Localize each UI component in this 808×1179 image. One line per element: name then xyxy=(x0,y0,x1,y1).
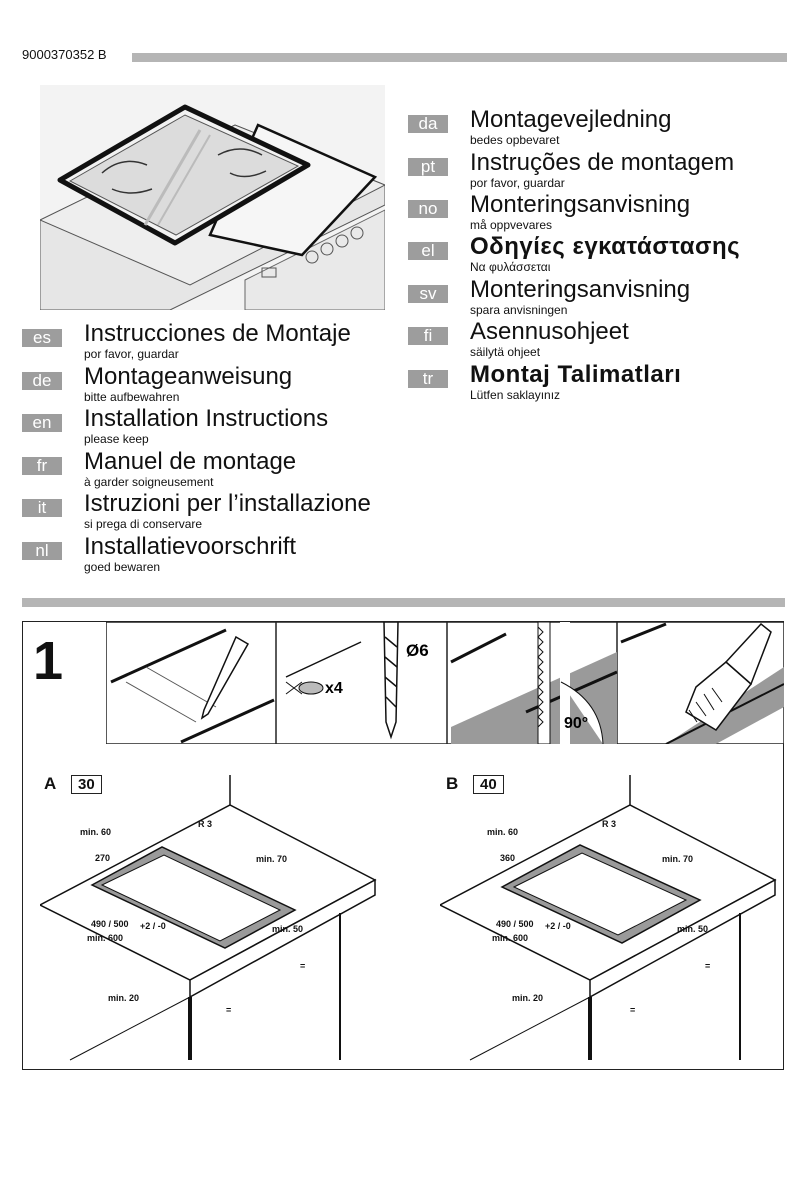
language-subtitle: por favor, guardar xyxy=(470,176,565,190)
figure-a-equal-1: = xyxy=(300,961,305,971)
sealing-panel xyxy=(620,622,784,744)
language-subtitle: à garder soigneusement xyxy=(84,475,214,489)
figure-a-min70: min. 70 xyxy=(256,854,287,864)
saw-panel: 90° xyxy=(450,622,618,744)
language-title: Installatievoorschrift xyxy=(84,533,297,560)
language-title: Asennusohjeet xyxy=(470,318,629,345)
figure-a-width: 270 xyxy=(95,853,110,863)
figure-a-min50: min. 50 xyxy=(272,924,303,934)
figure-a-min600: min. 600 xyxy=(87,933,123,943)
language-code: da xyxy=(408,115,448,133)
screw-count-label: x4 xyxy=(325,680,343,697)
figure-b-equal-1: = xyxy=(705,961,710,971)
language-code: no xyxy=(408,200,448,218)
language-subtitle: bitte aufbewahren xyxy=(84,390,180,404)
language-title: Instruções de montagem xyxy=(470,149,735,176)
angle-label: 90° xyxy=(564,715,588,732)
language-subtitle: bedes opbevaret xyxy=(470,133,560,147)
language-code: en xyxy=(22,414,62,432)
language-subtitle: Lütfen saklayınız xyxy=(470,388,561,402)
language-code: it xyxy=(22,499,62,517)
language-subtitle: si prega di conservare xyxy=(84,517,203,531)
language-subtitle: goed bewaren xyxy=(84,560,161,574)
figure-b-min50: min. 50 xyxy=(677,924,708,934)
figure-b-depth: 490 / 500 xyxy=(496,919,534,929)
figure-b-cutout-drawing: min. 60 R 3 360 min. 70 490 / 500 +2 / -… xyxy=(440,775,777,1061)
step-number: 1 xyxy=(33,631,64,691)
figure-b-radius: R 3 xyxy=(602,819,616,829)
figure-a-radius: R 3 xyxy=(198,819,212,829)
language-code: es xyxy=(22,329,62,347)
figure-b-min20: min. 20 xyxy=(512,993,543,1003)
figure-b-equal-2: = xyxy=(630,1005,635,1015)
figure-b-min600: min. 600 xyxy=(492,933,528,943)
language-subtitle: säilytä ohjeet xyxy=(470,345,541,359)
figure-a-cutout-drawing: min. 60 R 3 270 min. 70 490 / 500 +2 / -… xyxy=(40,775,377,1061)
language-code: fr xyxy=(22,457,62,475)
section-divider xyxy=(22,598,785,607)
language-title: Monteringsanvisning xyxy=(470,191,691,218)
drill-panel: x4 Ø6 xyxy=(285,622,429,740)
figure-b-label: B xyxy=(446,774,459,793)
language-code: sv xyxy=(408,285,448,303)
figure-b-min70: min. 70 xyxy=(662,854,693,864)
language-subtitle: spara anvisningen xyxy=(470,303,568,317)
figure-a-size-box: 30 xyxy=(71,775,102,794)
drill-size-label: Ø6 xyxy=(406,641,429,660)
language-code: tr xyxy=(408,370,448,388)
language-subtitle: please keep xyxy=(84,432,149,446)
language-subtitle: Να φυλάσσεται xyxy=(470,260,551,274)
figure-a-label: A xyxy=(44,774,57,793)
language-code: de xyxy=(22,372,62,390)
language-title: Montagevejledning xyxy=(470,106,672,133)
language-code: nl xyxy=(22,542,62,560)
language-title: Montageanweisung xyxy=(84,363,293,390)
language-code: pt xyxy=(408,158,448,176)
figure-b-size-box: 40 xyxy=(473,775,504,794)
figure-a-min60: min. 60 xyxy=(80,827,111,837)
language-title: Monteringsanvisning xyxy=(470,276,691,303)
language-title: Installation Instructions xyxy=(84,405,329,432)
hob-illustration xyxy=(40,85,385,310)
figure-b-tolerance: +2 / -0 xyxy=(545,921,571,931)
marking-panel xyxy=(110,628,275,744)
language-subtitle: por favor, guardar xyxy=(84,347,179,361)
figure-b-width: 360 xyxy=(500,853,515,863)
language-code: el xyxy=(408,242,448,260)
instruction-strip: x4 Ø6 90° xyxy=(106,622,784,744)
language-title: Οδηγίες εγκατάστασης xyxy=(470,233,741,260)
header-rule xyxy=(132,53,787,62)
figure-a-depth: 490 / 500 xyxy=(91,919,129,929)
language-title: Instrucciones de Montaje xyxy=(84,320,351,347)
document-number: 9000370352 B xyxy=(22,47,107,62)
language-title: Manuel de montage xyxy=(84,448,297,475)
language-code: fi xyxy=(408,327,448,345)
language-title: Montaj Talimatları xyxy=(470,361,682,388)
figure-a-tolerance: +2 / -0 xyxy=(140,921,166,931)
figure-a-equal-2: = xyxy=(226,1005,231,1015)
figure-a-min20: min. 20 xyxy=(108,993,139,1003)
figure-b-min60: min. 60 xyxy=(487,827,518,837)
language-subtitle: må oppvevares xyxy=(470,218,553,232)
language-title: Istruzioni per l’installazione xyxy=(84,490,371,517)
